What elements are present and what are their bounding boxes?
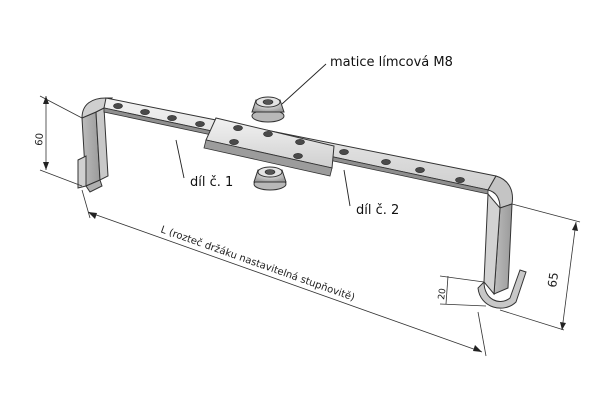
ext-line (511, 203, 581, 223)
arrowhead (473, 345, 482, 352)
hole (113, 103, 123, 109)
hole (167, 115, 177, 121)
bottom-nut (253, 166, 287, 191)
arrowhead (43, 162, 49, 170)
ext-line (477, 311, 487, 357)
main-bracket-holes (113, 103, 465, 183)
arrowhead (43, 96, 49, 104)
dim-label-length: L (rozteč držáku nastavitelná stupňovitě… (159, 224, 357, 304)
label-nut: matice límcová M8 (330, 55, 453, 70)
label-part1: díl č. 1 (190, 175, 233, 190)
leader-part2 (343, 169, 351, 207)
dimension-lines (39, 95, 581, 357)
arrowheads (43, 96, 578, 352)
hole (195, 121, 205, 127)
dim-line-height-right (561, 221, 577, 331)
arrowhead (88, 212, 97, 219)
top-nut (251, 96, 285, 123)
ext-line (439, 275, 485, 283)
leader-nut (281, 63, 327, 105)
leader-part1 (175, 139, 185, 179)
part1-plate (203, 117, 349, 177)
dim-label-height-left: 60 (34, 133, 46, 147)
hole (233, 125, 243, 131)
ext-line (439, 303, 487, 307)
hole (381, 159, 391, 165)
arrowhead (560, 322, 566, 330)
hole (455, 177, 465, 183)
dim-line-hook (445, 275, 449, 305)
hole (229, 139, 239, 145)
hole (295, 139, 305, 145)
ext-line (499, 309, 565, 331)
dim-label-hook: 20 (437, 287, 449, 300)
ext-line (81, 189, 91, 219)
leader-lines (175, 63, 351, 207)
label-part2: díl č. 2 (356, 203, 399, 218)
ext-line (39, 169, 83, 187)
hole (140, 109, 150, 115)
hole (293, 153, 303, 159)
arrowhead (572, 222, 578, 231)
dim-label-height-right: 65 (545, 271, 561, 288)
hole (415, 167, 425, 173)
hole (339, 149, 349, 155)
hole (263, 131, 273, 137)
dim-line-length (87, 211, 483, 353)
